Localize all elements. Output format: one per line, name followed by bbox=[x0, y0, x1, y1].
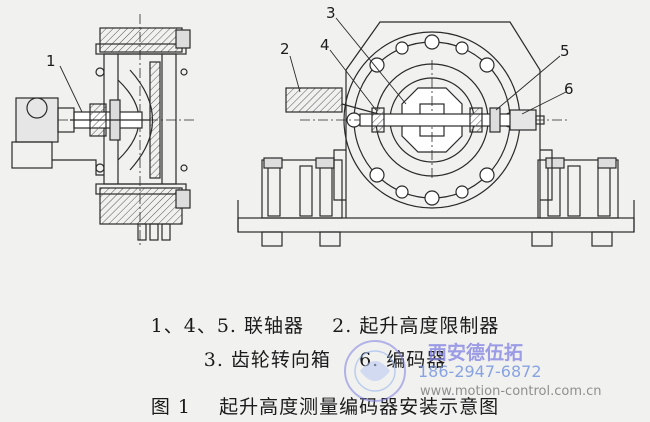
leader-lines bbox=[59, 17, 567, 115]
label-1: 1 bbox=[46, 52, 56, 70]
label-3: 3 bbox=[326, 4, 336, 22]
part-labels: 1 2 3 4 5 6 bbox=[46, 4, 574, 98]
label-2: 2 bbox=[280, 40, 290, 58]
figure-caption: 图 1 起升高度测量编码器安装示意图 bbox=[150, 396, 500, 418]
label-5: 5 bbox=[560, 42, 570, 60]
side-section-view bbox=[11, 14, 196, 248]
label-4: 4 bbox=[320, 36, 330, 54]
legend-line-1: 1、4、5. 联轴器 2. 起升高度限制器 bbox=[150, 315, 500, 337]
label-6: 6 bbox=[564, 80, 574, 98]
legend-line-2: 3. 齿轮转向箱 6. 编码器 bbox=[203, 349, 447, 371]
front-view bbox=[237, 21, 635, 247]
